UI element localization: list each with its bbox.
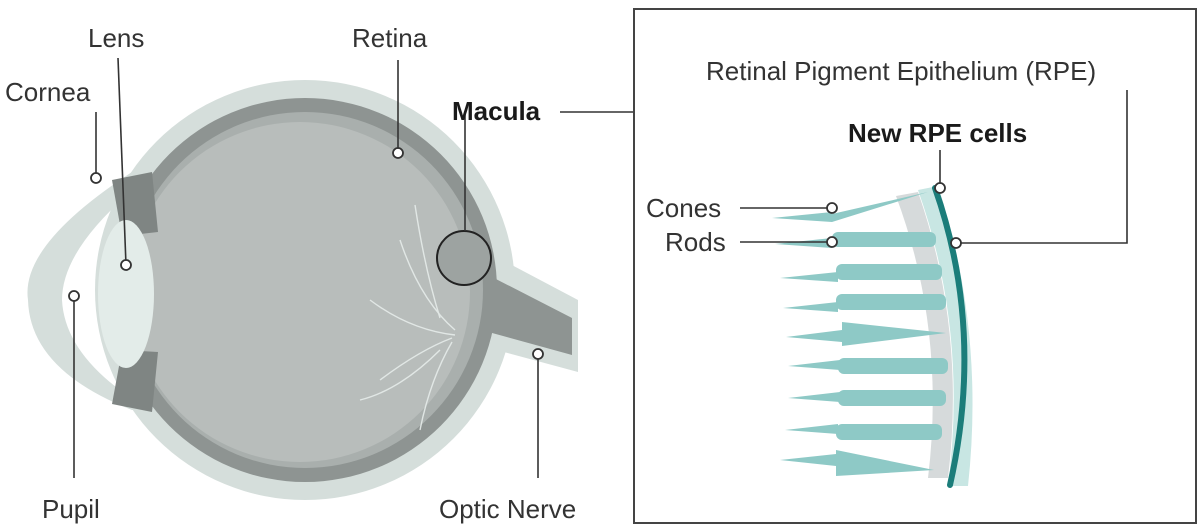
cone-cell bbox=[772, 212, 832, 222]
label-lens: Lens bbox=[88, 23, 144, 53]
retina-dot bbox=[392, 147, 404, 159]
retinal-vessels bbox=[359, 204, 456, 431]
eye-interior bbox=[130, 122, 470, 462]
label-rods: Rods bbox=[665, 227, 726, 257]
new-rpe-cells-dot bbox=[934, 182, 946, 194]
cone-cell bbox=[842, 322, 946, 346]
rod-cell bbox=[788, 392, 840, 402]
label-cones: Cones bbox=[646, 193, 721, 223]
label-macula: Macula bbox=[452, 96, 541, 126]
outer-segment-strip bbox=[896, 192, 953, 478]
cone-cell bbox=[832, 192, 928, 222]
rpe-dot bbox=[950, 237, 962, 249]
eye-leaders bbox=[68, 57, 634, 478]
cones-dot bbox=[826, 202, 838, 214]
label-retina: Retina bbox=[352, 23, 428, 53]
rod-cell bbox=[785, 424, 838, 434]
cornea bbox=[27, 172, 150, 410]
label-cornea: Cornea bbox=[5, 77, 91, 107]
optic-nerve-dot bbox=[532, 348, 544, 360]
rod-cell bbox=[775, 238, 832, 248]
rod-cell bbox=[832, 232, 936, 247]
rod-cell bbox=[836, 294, 946, 310]
lens bbox=[98, 220, 154, 368]
rpe-layer bbox=[918, 186, 973, 486]
rod-cell bbox=[788, 360, 840, 370]
rpe-line bbox=[932, 185, 968, 488]
rod-cell bbox=[838, 390, 946, 406]
pupil-dot bbox=[68, 290, 80, 302]
label-new-rpe-cells: New RPE cells bbox=[848, 118, 1027, 148]
label-rpe: Retinal Pigment Epithelium (RPE) bbox=[706, 56, 1096, 86]
label-pupil: Pupil bbox=[42, 494, 100, 524]
cone-cell bbox=[780, 454, 836, 466]
lens-dot bbox=[120, 259, 132, 271]
cone-cell bbox=[786, 330, 842, 342]
photoreceptors bbox=[772, 192, 948, 476]
rod-cell bbox=[836, 264, 942, 280]
rod-cell bbox=[780, 272, 838, 282]
cornea-dot bbox=[90, 172, 102, 184]
rod-cell bbox=[836, 424, 942, 440]
label-optic-nerve: Optic Nerve bbox=[439, 494, 576, 524]
inset-leaders bbox=[740, 90, 1128, 249]
rod-cell bbox=[838, 358, 948, 374]
cone-cell bbox=[836, 450, 934, 476]
rods-dot bbox=[826, 236, 838, 248]
rod-cell bbox=[783, 302, 838, 312]
macula-ring bbox=[436, 230, 492, 286]
inset-illustration bbox=[772, 185, 973, 488]
eye-illustration bbox=[27, 80, 578, 500]
